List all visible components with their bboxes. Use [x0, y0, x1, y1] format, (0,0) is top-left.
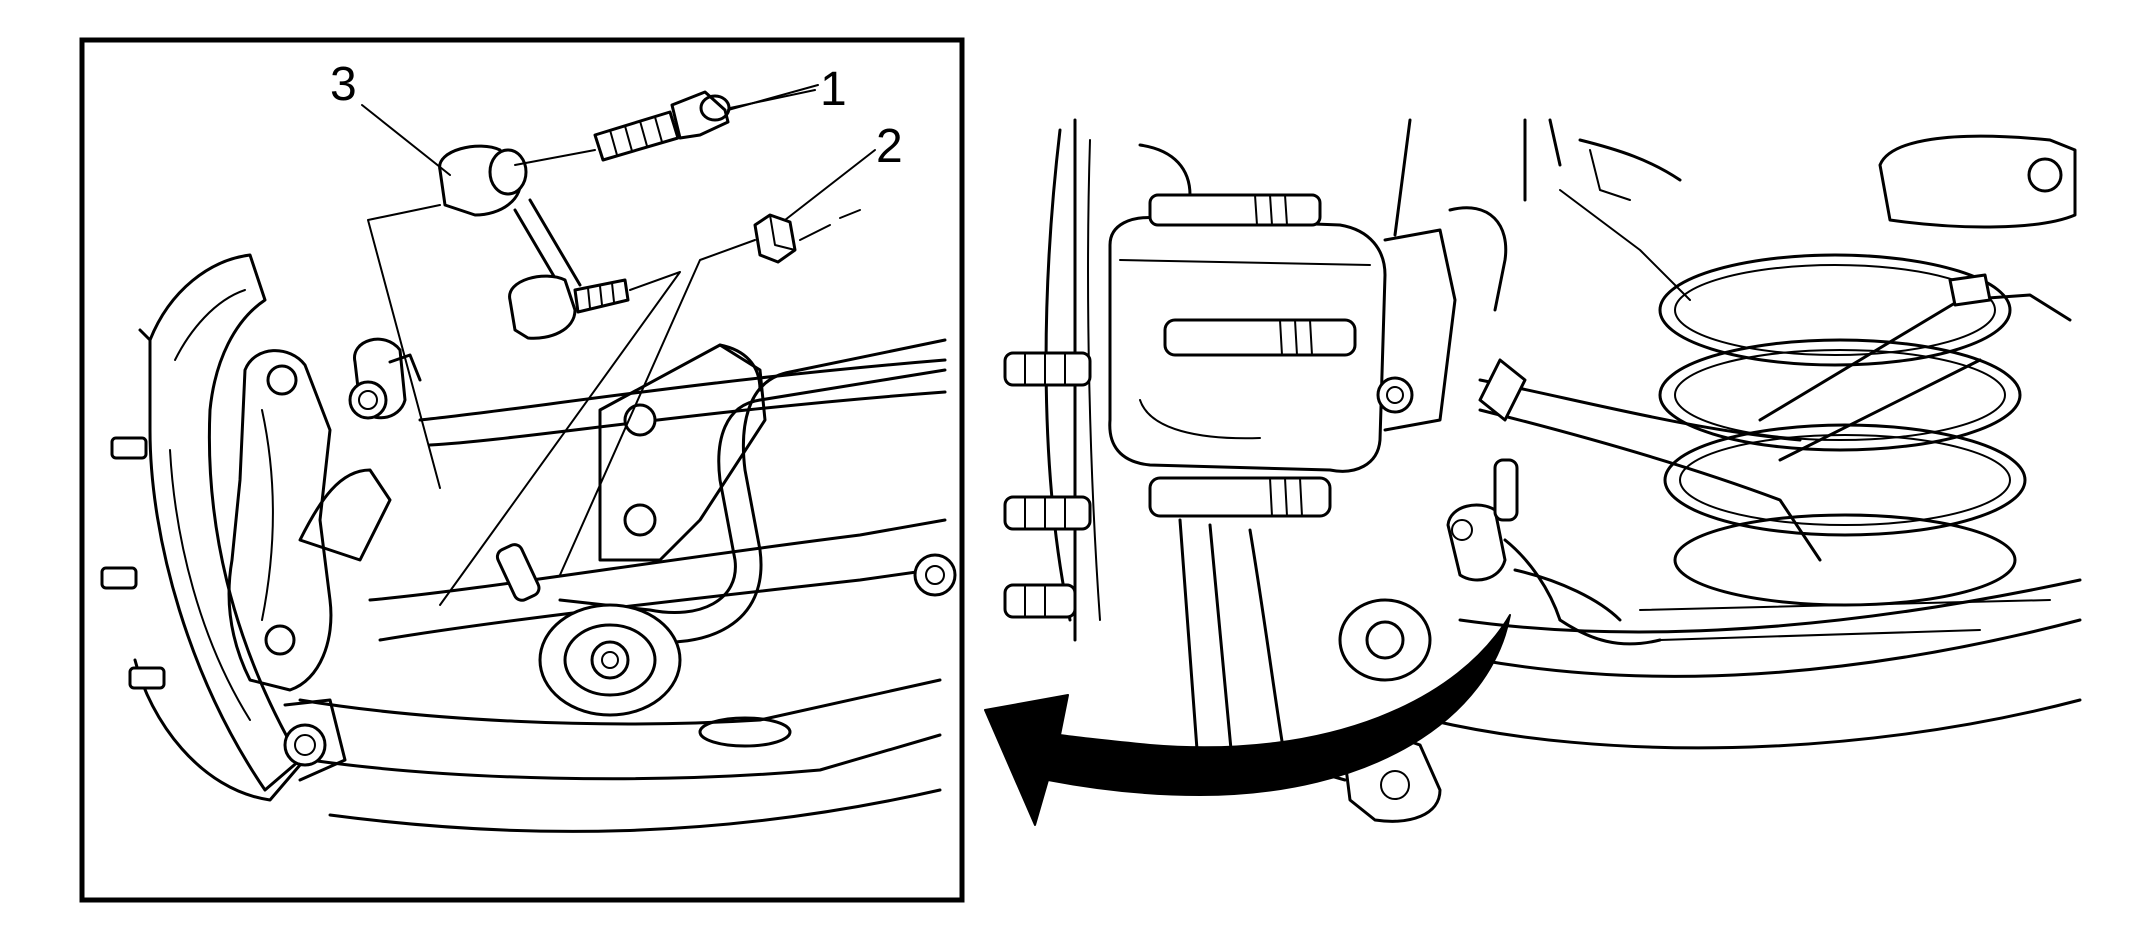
link-lower-end: [508, 274, 577, 340]
brake-caliper: [1108, 193, 1387, 518]
callout-1: 1: [820, 63, 847, 116]
callout-3: 3: [330, 58, 357, 111]
upper-control-arm: [1478, 293, 2072, 562]
link-bolt: [593, 90, 731, 162]
lower-arm-right: [1428, 578, 2082, 750]
callout-leaders: [361, 89, 876, 221]
lower-bushing: [538, 603, 682, 717]
stabilizer-bar: [495, 338, 947, 644]
upper-link-joint: [348, 337, 422, 420]
wheel-studs: [100, 436, 166, 690]
steering-knuckle: [227, 349, 392, 692]
installed-stabilizer-link: [1446, 458, 1662, 646]
wheel-studs-right: [1003, 351, 1092, 619]
callout-1-leader: [729, 89, 816, 109]
stabilizer-link-exploded: [438, 144, 630, 340]
lower-control-arm: [283, 678, 942, 833]
link-nut: [753, 213, 797, 264]
assembly-guide-lines: [367, 84, 861, 606]
caliper-bracket: [1376, 206, 1508, 432]
upper-mount: [1878, 134, 2077, 307]
knuckle-lower: [1178, 518, 1432, 792]
callout-2-leader: [784, 149, 876, 221]
vehicle-frame: [1393, 118, 1691, 301]
overview-view: [984, 118, 2082, 826]
rotation-arrow: [984, 614, 1511, 826]
callout-3-leader: [361, 104, 451, 176]
detail-panel: 1 2 3: [79, 37, 965, 903]
callout-2: 2: [876, 120, 903, 173]
